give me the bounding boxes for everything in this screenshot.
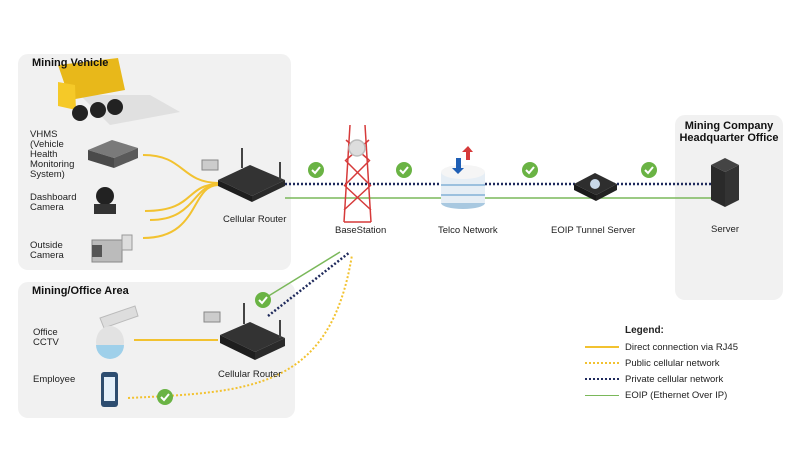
public-link-employee bbox=[127, 254, 353, 399]
base-station-label: BaseStation bbox=[335, 225, 387, 236]
hq-office-title: Mining Company Headquarter Office bbox=[679, 120, 779, 144]
private-link-office bbox=[267, 251, 351, 317]
legend-item: Public cellular network bbox=[585, 355, 738, 371]
office-cctv-label: Office CCTV bbox=[33, 327, 59, 348]
check-icon bbox=[255, 292, 271, 308]
mining-truck-icon bbox=[58, 58, 180, 125]
legend-item: EOIP (Ethernet Over IP) bbox=[585, 387, 738, 403]
legend-item: Private cellular network bbox=[585, 371, 738, 387]
vhms-label: VHMS (Vehicle Health Monitoring System) bbox=[30, 129, 75, 180]
legend-label: Public cellular network bbox=[625, 357, 720, 369]
eoip-link-office bbox=[261, 251, 341, 301]
dashboard-camera-icon bbox=[94, 187, 116, 214]
legend-label: Direct connection via RJ45 bbox=[625, 341, 738, 353]
rj45-link-extra bbox=[149, 183, 219, 221]
eoip-server-icon bbox=[574, 173, 617, 201]
legend-swatch-private bbox=[585, 378, 619, 380]
legend-title: Legend: bbox=[625, 325, 664, 336]
employee-label: Employee bbox=[33, 374, 76, 385]
office-router-label: Cellular Router bbox=[218, 369, 282, 380]
vehicle-router-icon bbox=[201, 148, 285, 202]
vhms-device-icon bbox=[88, 140, 138, 168]
check-icon bbox=[641, 162, 657, 178]
status-checks bbox=[157, 162, 657, 405]
hq-server-icon bbox=[711, 158, 739, 207]
legend-swatch-rj45 bbox=[585, 346, 619, 348]
hq-office-panel bbox=[675, 115, 783, 300]
office-cctv-icon bbox=[96, 305, 139, 359]
vehicle-router-label: Cellular Router bbox=[223, 214, 287, 225]
rj45-link-dashboard bbox=[144, 183, 219, 212]
legend: Legend: Direct connection via RJ45 Publi… bbox=[585, 325, 738, 403]
check-icon bbox=[157, 389, 173, 405]
legend-label: EOIP (Ethernet Over IP) bbox=[625, 389, 728, 401]
rj45-link-outside bbox=[142, 184, 219, 239]
legend-swatch-eoip bbox=[585, 394, 619, 396]
rj45-links-vehicle bbox=[142, 154, 219, 239]
outside-camera-label: Outside Camera bbox=[30, 240, 64, 261]
check-icon bbox=[522, 162, 538, 178]
mining-office-area-title: Mining/Office Area bbox=[32, 285, 129, 297]
check-icon bbox=[308, 162, 324, 178]
mining-vehicle-title: Mining Vehicle bbox=[32, 57, 109, 69]
office-router-icon bbox=[203, 303, 285, 360]
outside-camera-icon bbox=[91, 234, 133, 263]
legend-item: Direct connection via RJ45 bbox=[585, 339, 738, 355]
server-label: Server bbox=[711, 224, 739, 235]
base-station-tower-icon bbox=[343, 124, 372, 223]
eoip-server-label: EOIP Tunnel Server bbox=[551, 225, 636, 236]
rj45-link-vhms bbox=[142, 154, 219, 184]
legend-swatch-public bbox=[585, 362, 619, 364]
legend-label: Private cellular network bbox=[625, 373, 724, 385]
telco-network-label: Telco Network bbox=[438, 225, 498, 236]
employee-phone-icon bbox=[101, 372, 118, 407]
telco-network-icon bbox=[441, 146, 485, 209]
dashboard-camera-label: Dashboard Camera bbox=[30, 192, 77, 213]
check-icon bbox=[396, 162, 412, 178]
